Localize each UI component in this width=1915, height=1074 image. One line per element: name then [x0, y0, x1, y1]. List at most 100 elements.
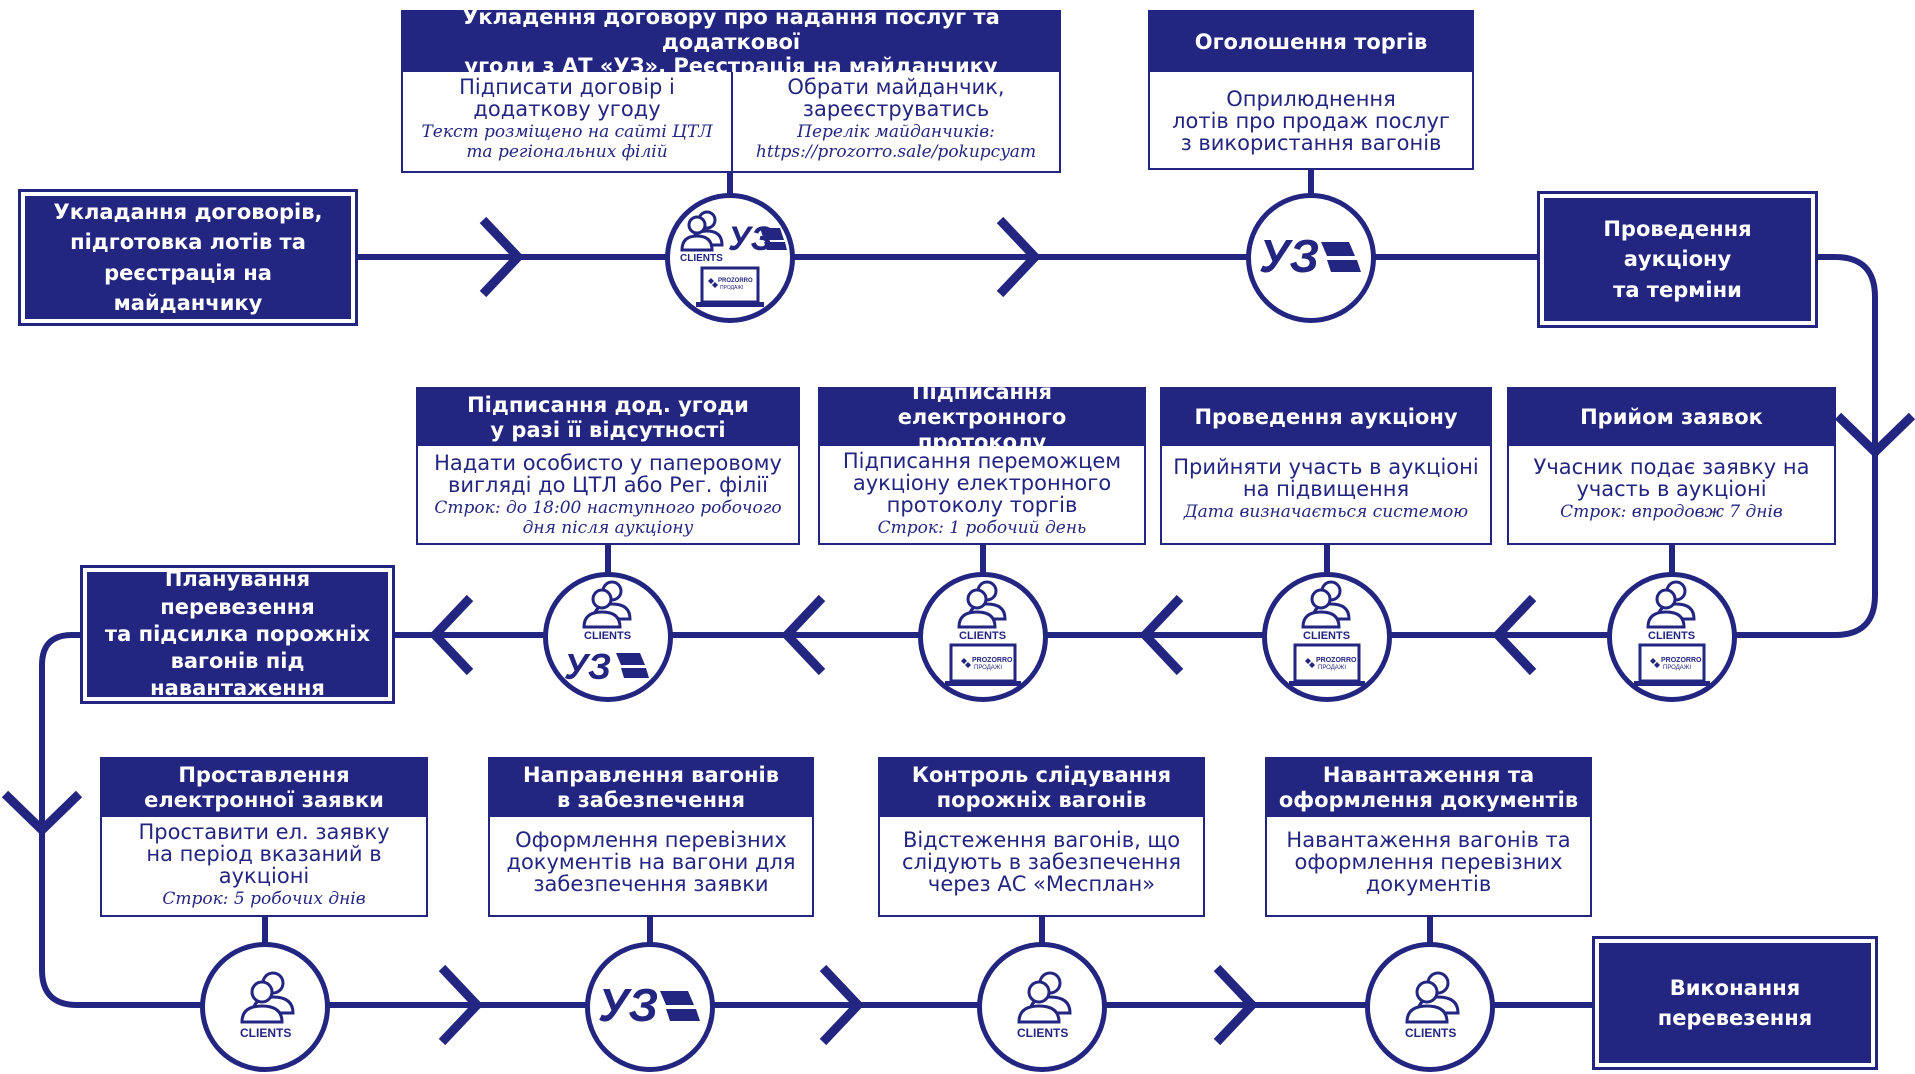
protocol-step-box: Підписання електронного протоколу Підпис… [818, 380, 1146, 545]
svg-text:ПРОДАЖІ: ПРОДАЖІ [720, 285, 743, 291]
contract-step-title: Укладення договору про надання послуг та… [403, 5, 1059, 78]
loading-step-body: Навантаження вагонів та оформлення перев… [1267, 817, 1590, 901]
clients-uz-icon: CLIENTS УЗ [564, 580, 649, 687]
prozorro-logo: PROZORRO [718, 278, 753, 284]
arrow-down-left [1, 790, 83, 837]
announce-main: Оприлюднення лотів про продаж послуг з в… [1172, 87, 1450, 156]
prozorro-logo: PROZORRO [1316, 657, 1357, 664]
contract-right-main: Обрати майданчик, зареєструватись [787, 75, 1005, 122]
applications-step-box: Прийом заявок Учасник подає заявку на уч… [1507, 387, 1836, 545]
clients-label: CLIENTS [680, 253, 723, 264]
arrow-down-right [1834, 412, 1915, 459]
uz-icon: УЗ [1259, 230, 1361, 282]
request-main: Проставити ел. заявку на період вказаний… [138, 820, 390, 889]
auction-node: CLIENTS PROZORRO ПРОДАЖІ [1262, 572, 1392, 702]
control-node: CLIENTS [977, 942, 1107, 1072]
protocol-node: CLIENTS PROZORRO ПРОДАЖІ [918, 572, 1048, 702]
uz-logo: УЗ [598, 979, 658, 1031]
addendum-main: Надати особисто у паперовому вигляді до … [434, 451, 782, 498]
clients-label: CLIENTS [584, 630, 631, 642]
clients-icon: CLIENTS [240, 971, 295, 1040]
contract-right-column: Обрати майданчик, зареєструватись Перелі… [733, 72, 1059, 171]
clients-uz-prozorro-icon: CLIENTS УЗ PROZORRO ПРОДАЖІ [680, 210, 787, 307]
applications-node: CLIENTS PROZORRO ПРОДАЖІ [1607, 572, 1737, 702]
protocol-step-body: Підписання переможцем аукціону електронн… [820, 446, 1144, 545]
auction-main: Прийняти участь в аукціоні на підвищення [1173, 455, 1479, 502]
loading-node: CLIENTS [1365, 942, 1495, 1072]
contract-left-main: Підписати договір і додаткову угоду [459, 75, 675, 122]
clients-label: CLIENTS [1405, 1026, 1456, 1040]
addendum-note: Строк: до 18:00 наступного робочого дня … [434, 498, 782, 539]
uz-logo: УЗ [1259, 230, 1319, 282]
clients-label: CLIENTS [1017, 1026, 1068, 1040]
contract-node: CLIENTS УЗ PROZORRO ПРОДАЖІ [665, 193, 795, 323]
addendum-node: CLIENTS УЗ [543, 572, 673, 702]
prozorro-logo: PROZORRO [1661, 657, 1702, 664]
addendum-step-box: Підписання дод. угоди у разі її відсутно… [416, 387, 800, 545]
contract-step-box: Укладення договору про надання послуг та… [401, 5, 1061, 173]
protocol-step-title: Підписання електронного протоколу [820, 380, 1144, 454]
control-main: Відстеження вагонів, що слідують в забез… [902, 828, 1181, 897]
clients-prozorro-icon: CLIENTS PROZORRO ПРОДАЖІ [945, 580, 1021, 686]
request-step-box: Проставлення електронної заявки Простави… [100, 757, 428, 917]
control-step-body: Відстеження вагонів, що слідують в забез… [880, 817, 1203, 901]
auction-step-body: Прийняти участь в аукціоні на підвищення… [1162, 446, 1490, 528]
announce-step-title: Оголошення торгів [1150, 12, 1472, 72]
auction-step-box: Проведення аукціону Прийняти участь в ау… [1160, 387, 1492, 545]
control-step-title: Контроль слідування порожніх вагонів [880, 759, 1203, 817]
applications-note: Строк: впродовж 7 днів [1560, 502, 1783, 523]
arrow-right-5 [1213, 964, 1259, 1046]
uz-logo: УЗ [564, 646, 611, 687]
clients-label: CLIENTS [240, 1026, 291, 1040]
svg-text:ПРОДАЖІ: ПРОДАЖІ [1663, 665, 1691, 671]
wagons-step-box: Направлення вагонів в забезпечення Оформ… [488, 757, 814, 917]
addendum-step-body: Надати особисто у паперовому вигляді до … [418, 446, 798, 545]
applications-step-body: Учасник подає заявку на участь в аукціон… [1509, 446, 1834, 528]
stage-auction-box: Проведення аукціону та терміни [1537, 191, 1818, 328]
arrow-right-3 [438, 964, 484, 1046]
stage-end-label: Виконання перевезення [1657, 975, 1813, 1030]
clients-icon: CLIENTS [1017, 971, 1072, 1040]
loading-step-title: Навантаження та оформлення документів [1267, 759, 1590, 817]
protocol-note: Строк: 1 робочий день [877, 518, 1087, 539]
contract-right-note: Перелік майданчиків: https://prozorro.sa… [755, 122, 1037, 163]
stage-start-box: Укладання договорів, підготовка лотів та… [18, 189, 358, 326]
wagons-step-title: Направлення вагонів в забезпечення [490, 759, 812, 817]
contract-step-body: Підписати договір і додаткову угоду Текс… [403, 72, 1059, 171]
arrow-right-1 [479, 216, 525, 298]
loading-main: Навантаження вагонів та оформлення перев… [1286, 828, 1571, 897]
auction-note: Дата визначається системою [1183, 502, 1469, 523]
wagons-node: УЗ [585, 942, 715, 1072]
request-note: Строк: 5 робочих днів [162, 889, 366, 910]
wagons-step-body: Оформлення перевізних документів на ваго… [490, 817, 812, 901]
stage-start-label: Укладання договорів, підготовка лотів та… [53, 199, 323, 315]
arrow-right-2 [996, 216, 1042, 298]
announce-node: УЗ [1246, 193, 1376, 323]
wagons-main: Оформлення перевізних документів на ваго… [506, 828, 796, 897]
clients-icon: CLIENTS [1405, 971, 1460, 1040]
uz-icon: УЗ [598, 979, 700, 1031]
applications-step-title: Прийом заявок [1509, 389, 1834, 446]
request-step-title: Проставлення електронної заявки [102, 759, 426, 817]
auction-step-title: Проведення аукціону [1162, 389, 1490, 446]
clients-label: CLIENTS [1648, 630, 1695, 642]
arrow-left-3 [780, 594, 826, 676]
request-node: CLIENTS [200, 942, 330, 1072]
stage-planning-label: Планування перевезення та підсилка порож… [104, 567, 371, 701]
announce-step-box: Оголошення торгів Оприлюднення лотів про… [1148, 10, 1474, 170]
control-step-box: Контроль слідування порожніх вагонів Від… [878, 757, 1205, 917]
clients-label: CLIENTS [959, 630, 1006, 642]
stage-end-box: Виконання перевезення [1592, 936, 1878, 1070]
stage-auction-label: Проведення аукціону та терміни [1603, 216, 1752, 302]
svg-text:ПРОДАЖІ: ПРОДАЖІ [974, 665, 1002, 671]
arrow-left-2 [1138, 594, 1184, 676]
contract-left-note: Текст розміщено на сайті ЦТЛ та регіонал… [421, 122, 713, 163]
arrow-left-1 [1491, 594, 1537, 676]
clients-prozorro-icon: CLIENTS PROZORRO ПРОДАЖІ [1289, 580, 1365, 686]
prozorro-logo: PROZORRO [972, 657, 1013, 664]
stage-planning-box: Планування перевезення та підсилка порож… [80, 565, 395, 704]
addendum-step-title: Підписання дод. угоди у разі її відсутно… [418, 389, 798, 446]
applications-main: Учасник подає заявку на участь в аукціон… [1533, 455, 1810, 502]
protocol-main: Підписання переможцем аукціону електронн… [842, 449, 1122, 518]
